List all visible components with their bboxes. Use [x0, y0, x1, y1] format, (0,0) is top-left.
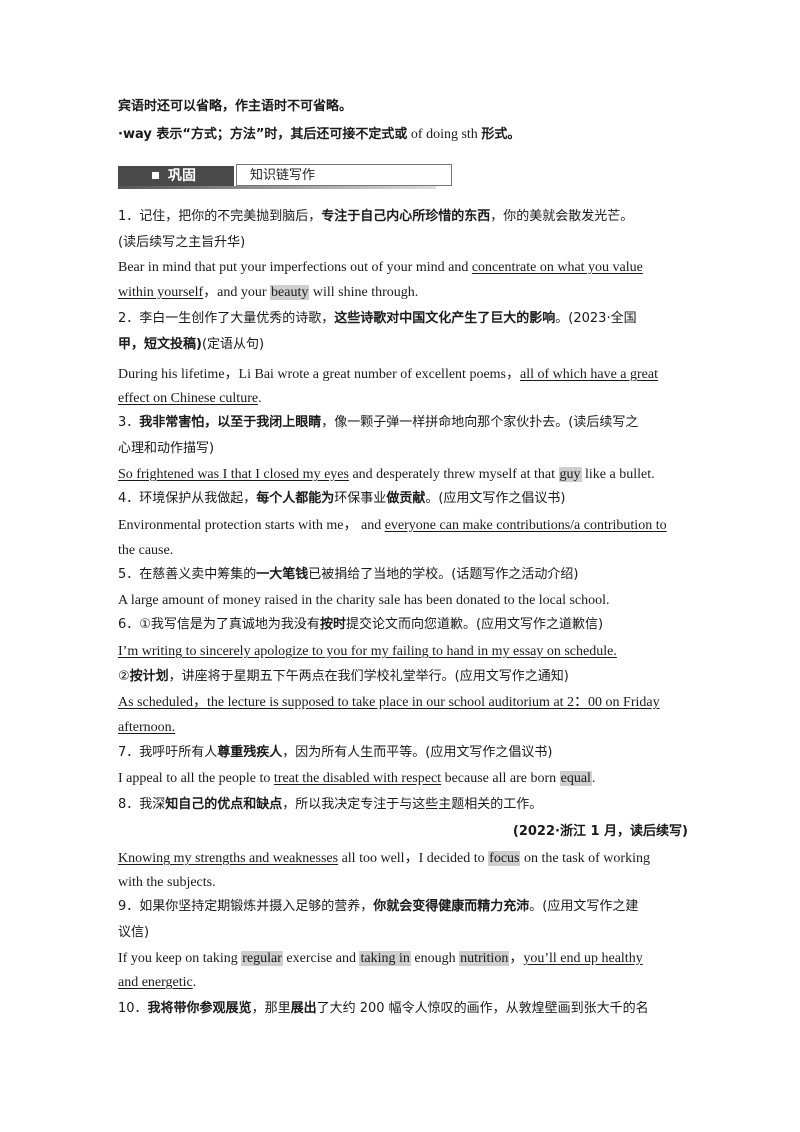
item-6-chinese-2: ②按计划，讲座将于星期五下午两点在我们学校礼堂举行。(应用文写作之通知) — [118, 669, 569, 684]
item-9-chinese: 9．如果你坚持定期锻炼并摄入足够的营养，你就会变得健康而精力充沛。(应用文写作之… — [118, 899, 639, 914]
answer-blank: Knowing my strengths and weaknesses — [118, 851, 339, 866]
highlighted-word: focus — [488, 851, 521, 866]
item-3-english: So frightened was I that I closed my eye… — [118, 467, 655, 482]
item-4-english: Environmental protection starts with me，… — [118, 518, 667, 533]
section-banner: 巩固 知识链写作 — [118, 164, 452, 189]
answer-blank: effect on Chinese culture — [118, 391, 259, 406]
answer-blank: you’ll end up healthy — [523, 951, 643, 966]
answer-blank: As scheduled，the lecture is supposed to … — [118, 695, 660, 710]
intro-line-2: ·way 表示“方式；方法”时，其后还可接不定式或 of doing sth 形… — [118, 127, 521, 142]
item-2-english-cont: effect on Chinese culture. — [118, 391, 262, 406]
item-7-chinese: 7．我呼吁所有人尊重残疾人，因为所有人生而平等。(应用文写作之倡议书) — [118, 745, 553, 760]
item-6-english-2-cont: afternoon. — [118, 719, 688, 737]
item-8-chinese: 8．我深知自己的优点和缺点，所以我决定专注于与这些主题相关的工作。 — [118, 797, 543, 812]
intro-line-1: 宾语时还可以省略，作主语时不可省略。 — [118, 99, 353, 114]
highlighted-word: taking in — [359, 951, 411, 966]
banner-tab-label: 知识链写作 — [250, 168, 316, 183]
highlighted-word: guy — [558, 467, 582, 482]
item-1-source: (读后续写之主旨升华) — [118, 235, 246, 250]
item-3-chinese: 3．我非常害怕，以至于我闭上眼睛，像一颗子弹一样拼命地向那个家伙扑去。(读后续写… — [118, 415, 639, 430]
square-bullet-icon — [152, 172, 159, 179]
highlighted-word: beauty — [270, 285, 310, 300]
item-1-chinese: 1．记住，把你的不完美抛到脑后，专注于自己内心所珍惜的东西，你的美就会散发光芒。 — [118, 209, 634, 224]
item-2-source: 甲，短文投稿)(定语从句) — [118, 337, 265, 352]
highlighted-word: regular — [241, 951, 283, 966]
item-8-english: Knowing my strengths and weaknesses all … — [118, 851, 650, 866]
answer-blank: So frightened was I that I closed my eye… — [118, 467, 349, 482]
item-3-source: 心理和动作描写) — [118, 441, 215, 456]
item-7-english: I appeal to all the people to treat the … — [118, 771, 596, 786]
highlighted-word: nutrition — [459, 951, 510, 966]
answer-blank: within yourself — [118, 285, 204, 300]
item-5-chinese: 5．在慈善义卖中筹集的一大笔钱已被捐给了当地的学校。(话题写作之活动介绍) — [118, 567, 579, 582]
item-6-chinese: 6．①我写信是为了真诚地为我没有按时提交论文而向您道歉。(应用文写作之道歉信) — [118, 617, 604, 632]
item-8-source: (2022·浙江 1 月，读后续写) — [512, 824, 688, 839]
answer-blank: all of which have a great — [520, 367, 658, 382]
item-10-chinese: 10．我将带你参观展览，那里展出了大约 200 幅令人惊叹的画作，从敦煌壁画到张… — [118, 1001, 649, 1016]
item-9-source: 议信) — [118, 925, 150, 940]
item-9-english-cont: and energetic. — [118, 975, 197, 990]
item-8-english-cont: with the subjects. — [118, 875, 216, 890]
item-4-english-cont: the cause. — [118, 543, 174, 558]
answer-blank: everyone can make contributions/a contri… — [384, 518, 667, 533]
answer-blank: concentrate on what you value — [471, 260, 643, 275]
answer-blank: and energetic — [118, 975, 193, 990]
answer-blank: afternoon. — [118, 720, 176, 735]
item-5-english: A large amount of money raised in the ch… — [118, 593, 610, 608]
answer-blank: treat the disabled with respect — [273, 771, 442, 786]
banner-title: 巩固 — [168, 168, 196, 184]
item-9-english: If you keep on taking regular exercise a… — [118, 951, 643, 966]
item-6-english-1: I’m writing to sincerely apologize to yo… — [118, 643, 688, 661]
item-1-english-cont: within yourself，and your beauty will shi… — [118, 285, 419, 300]
item-6-english-2: As scheduled，the lecture is supposed to … — [118, 694, 688, 712]
item-2-chinese: 2．李白一生创作了大量优秀的诗歌，这些诗歌对中国文化产生了巨大的影响。(2023… — [118, 311, 637, 326]
highlighted-word: equal — [559, 771, 592, 786]
item-1-english: Bear in mind that put your imperfections… — [118, 260, 643, 275]
answer-blank: I’m writing to sincerely apologize to yo… — [118, 644, 617, 659]
item-4-chinese: 4．环境保护从我做起，每个人都能为环保事业做贡献。(应用文写作之倡议书) — [118, 491, 566, 506]
item-2-english: During his lifetime，Li Bai wrote a great… — [118, 367, 658, 382]
